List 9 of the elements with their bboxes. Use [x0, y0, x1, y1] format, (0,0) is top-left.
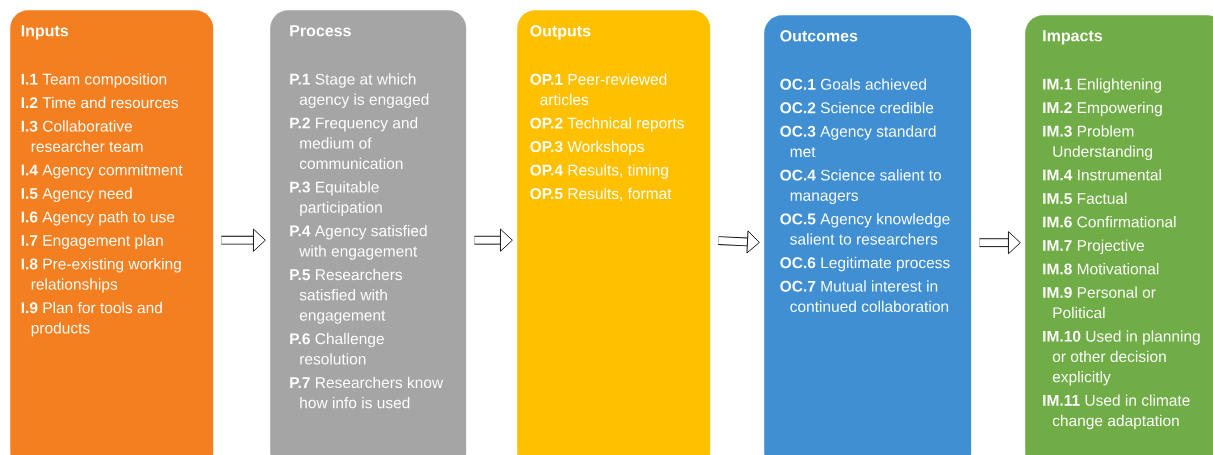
- block-arrow: [979, 231, 1021, 255]
- block-arrow: [221, 228, 266, 252]
- stage-box: Inputs I.1 Team composition I.2 Time and resources I.3 Collaborative researcher team I.4 Agency commitment I.5 Agency need I.6 Agency path to use I.7 Engagement plan I.8 Pre-existing working relationships I.9 Plan for tools and products: [10, 10, 214, 455]
- stage-box: Outcomes OC.1 Goals achieved OC.2 Science credible OC.3 Agency standard met OC.4 Science salient to managers OC.5 Agency knowledge salient to researchers OC.6 Legitimate process OC.7 Mutual interest in continued collaboration: [764, 15, 972, 455]
- stage-box: Impacts IM.1 Enlightening IM.2 Empowering IM.3 Problem Understanding IM.4 Instrumental IM.5 Factual IM.6 Confirmational IM.7 Projective IM.8 Motivational IM.9 Personal or Political IM.10 Used in planning or other decision explicitly IM.11 Used in climate change adaptation: [1025, 15, 1213, 455]
- stage-box: Outputs OP.1 Peer-reviewed articles OP.2 Technical reports OP.3 Workshops OP.4 Results, timing OP.5 Results, format: [517, 10, 711, 455]
- stage-box: Process P.1 Stage at which agency is engaged P.2 Frequency and medium of communication P.3 Equitable participation P.4 Agency satisfied with engagement P.5 Researchers satisfied with engagement P.6 Challenge resolution P.7 Researchers know how info is used: [270, 10, 467, 455]
- block-arrow: [718, 230, 760, 254]
- block-arrow: [474, 228, 513, 252]
